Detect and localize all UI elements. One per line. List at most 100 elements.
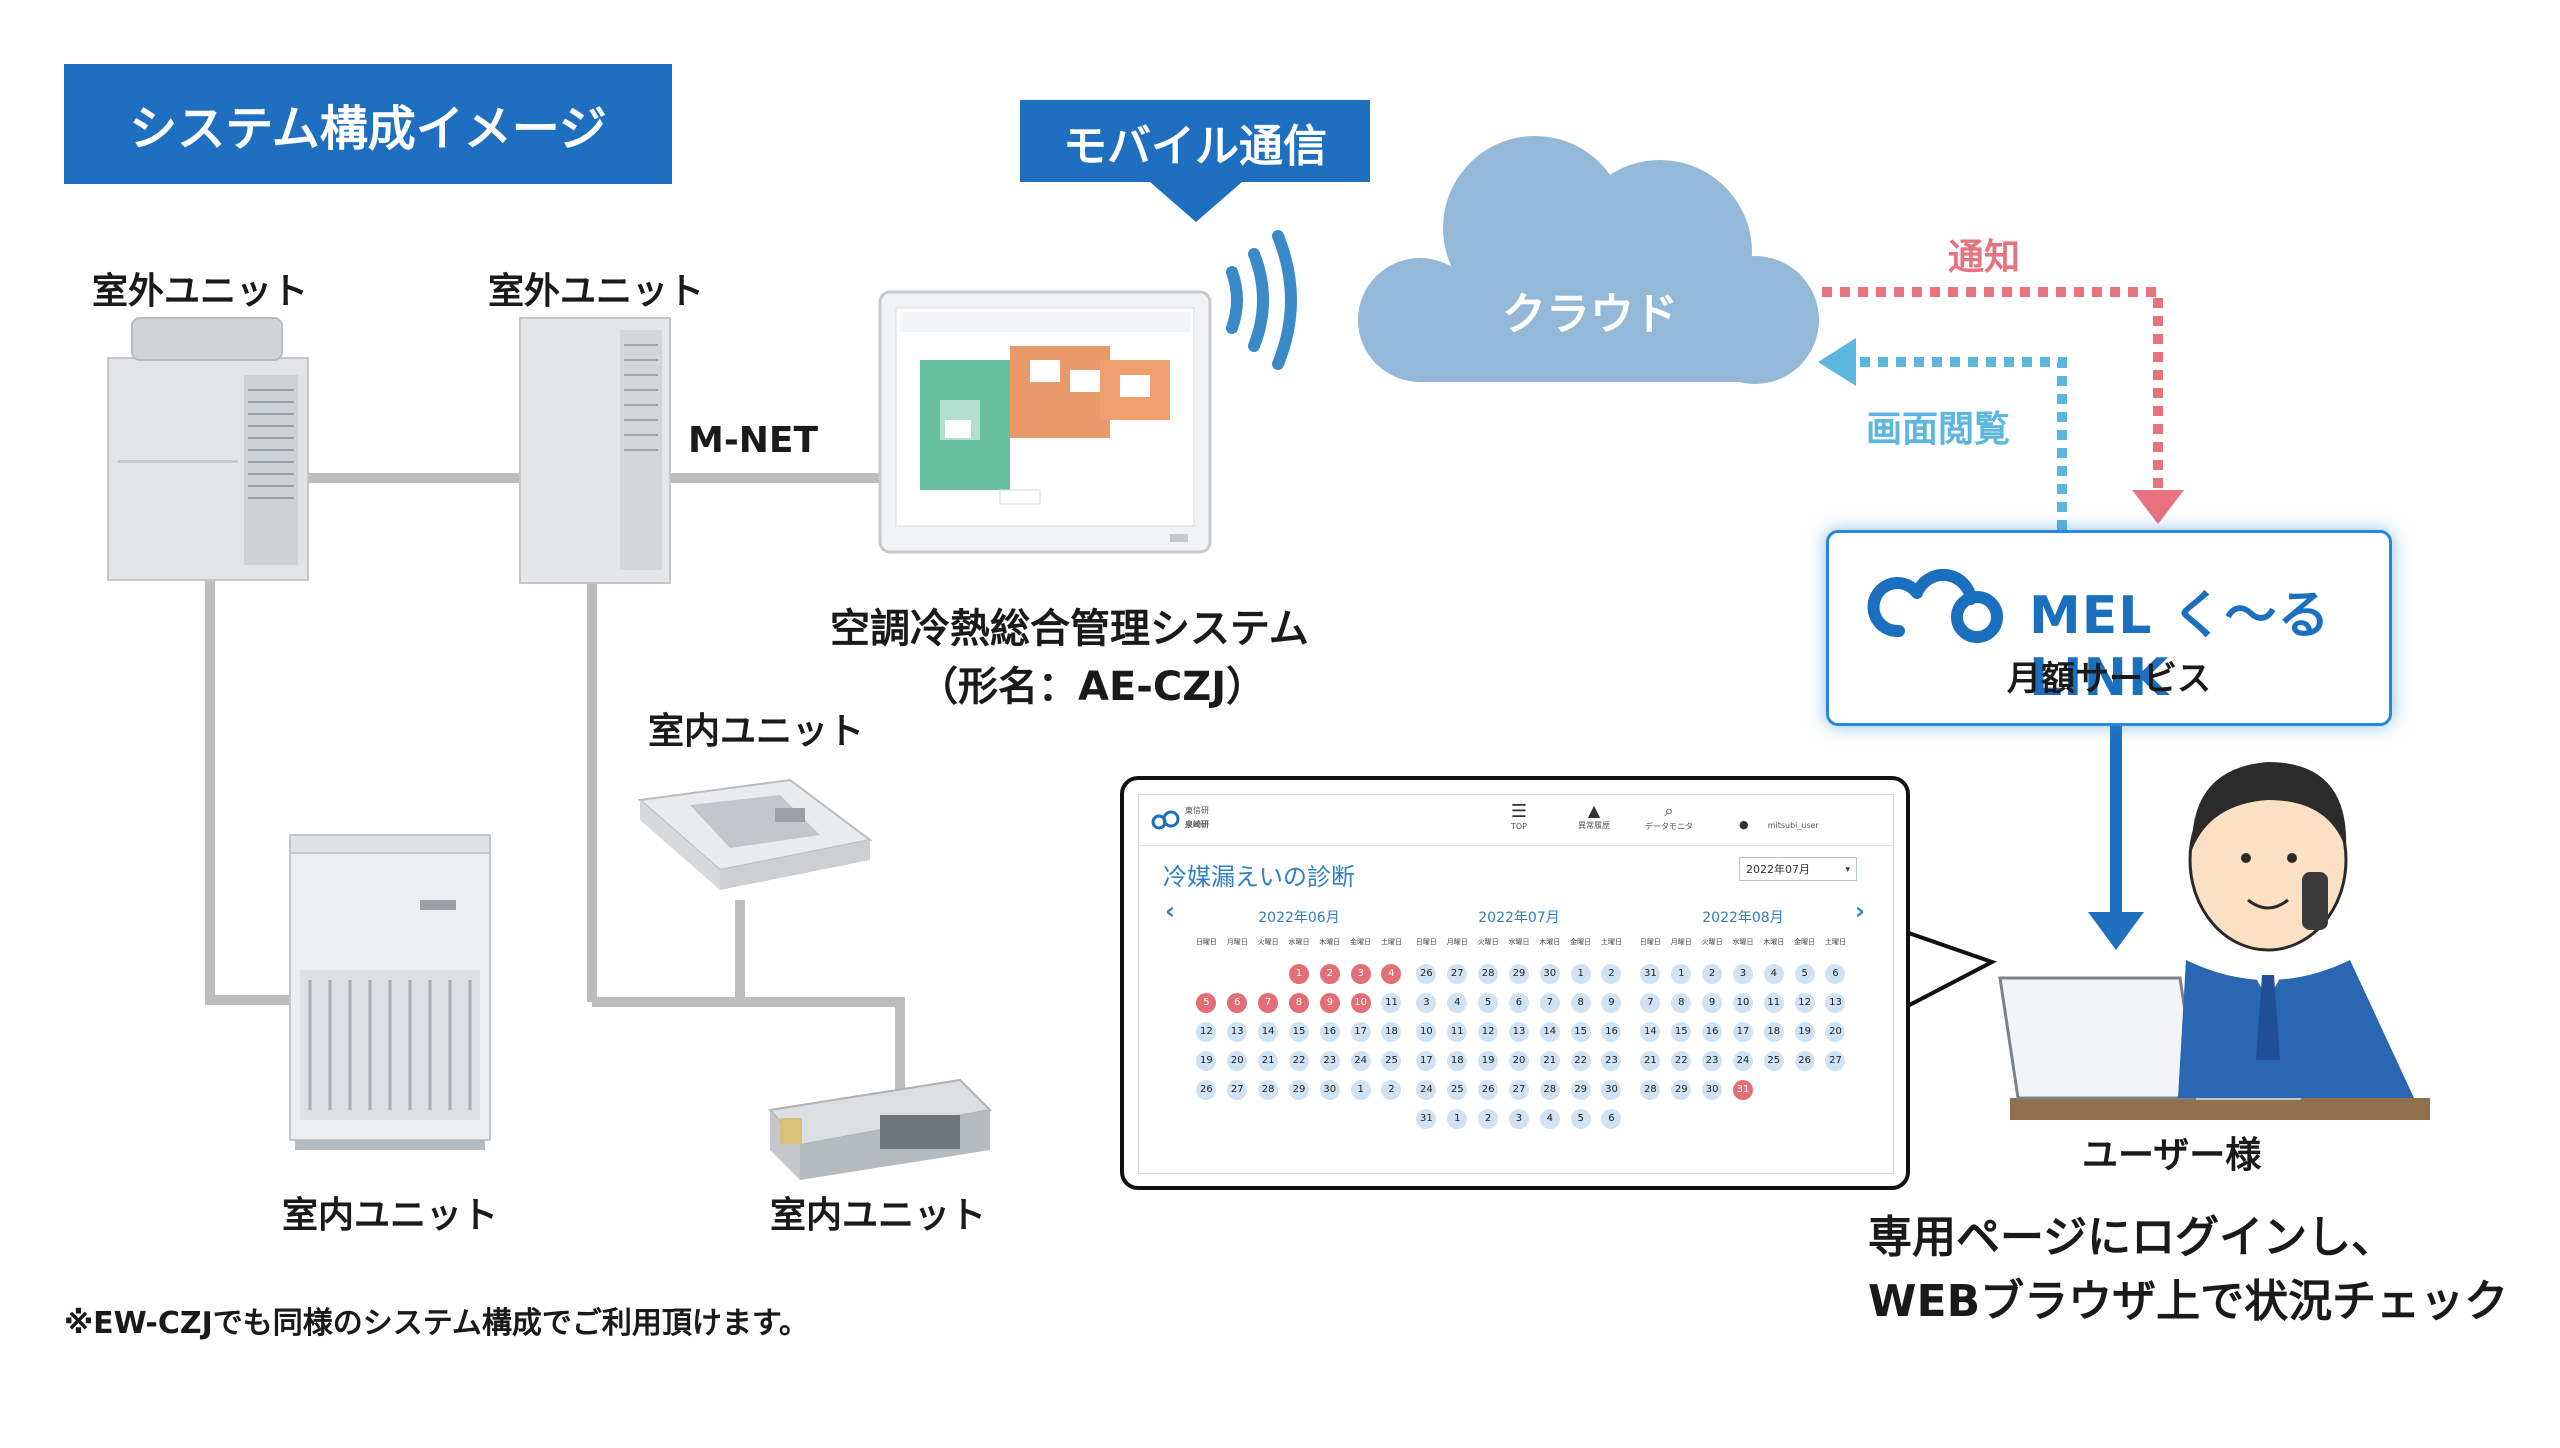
calendar-day-leak[interactable]: 7 bbox=[1253, 988, 1284, 1017]
calendar-day[interactable]: 22 bbox=[1284, 1046, 1315, 1075]
calendar-day[interactable]: 17 bbox=[1411, 1046, 1442, 1075]
calendar-day[interactable]: 24 bbox=[1411, 1075, 1442, 1104]
calendar-day[interactable]: 23 bbox=[1697, 1046, 1728, 1075]
calendar-day-leak[interactable]: 8 bbox=[1284, 988, 1315, 1017]
calendar-day[interactable]: 24 bbox=[1345, 1046, 1376, 1075]
calendar-day[interactable]: 29 bbox=[1565, 1075, 1596, 1104]
calendar-day[interactable]: 29 bbox=[1666, 1075, 1697, 1104]
calendar-day[interactable]: 17 bbox=[1728, 1017, 1759, 1046]
calendar-day-leak[interactable]: 3 bbox=[1345, 959, 1376, 988]
calendar-day[interactable]: 18 bbox=[1758, 1017, 1789, 1046]
nav-alarm[interactable]: ▲ 異常履歴 bbox=[1569, 801, 1619, 831]
calendar-day[interactable]: 19 bbox=[1473, 1046, 1504, 1075]
calendar-day[interactable]: 15 bbox=[1666, 1017, 1697, 1046]
calendar-day[interactable]: 5 bbox=[1789, 959, 1820, 988]
calendar-day[interactable]: 27 bbox=[1820, 1046, 1851, 1075]
calendar-day[interactable]: 28 bbox=[1473, 959, 1504, 988]
calendar-day[interactable]: 28 bbox=[1253, 1075, 1284, 1104]
calendar-day[interactable]: 13 bbox=[1222, 1017, 1253, 1046]
calendar-day-leak[interactable]: 4 bbox=[1376, 959, 1407, 988]
nav-top[interactable]: ☰ TOP bbox=[1499, 801, 1539, 831]
calendar-day[interactable]: 1 bbox=[1565, 959, 1596, 988]
calendar-day[interactable]: 28 bbox=[1635, 1075, 1666, 1104]
calendar-day[interactable]: 10 bbox=[1411, 1017, 1442, 1046]
calendar-day[interactable]: 30 bbox=[1697, 1075, 1728, 1104]
calendar-day[interactable]: 25 bbox=[1758, 1046, 1789, 1075]
calendar-day[interactable]: 20 bbox=[1820, 1017, 1851, 1046]
calendar-day[interactable]: 28 bbox=[1534, 1075, 1565, 1104]
calendar-day[interactable]: 26 bbox=[1473, 1075, 1504, 1104]
calendar-day[interactable]: 2 bbox=[1473, 1104, 1504, 1133]
calendar-day[interactable]: 29 bbox=[1284, 1075, 1315, 1104]
calendar-day[interactable]: 26 bbox=[1789, 1046, 1820, 1075]
calendar-day[interactable]: 1 bbox=[1345, 1075, 1376, 1104]
calendar-day-leak[interactable]: 2 bbox=[1314, 959, 1345, 988]
calendar-day[interactable]: 10 bbox=[1728, 988, 1759, 1017]
calendar-day[interactable]: 4 bbox=[1758, 959, 1789, 988]
calendar-day[interactable]: 9 bbox=[1697, 988, 1728, 1017]
calendar-day[interactable]: 2 bbox=[1596, 959, 1627, 988]
calendar-day[interactable]: 26 bbox=[1411, 959, 1442, 988]
calendar-day-leak[interactable]: 9 bbox=[1314, 988, 1345, 1017]
calendar-day[interactable]: 29 bbox=[1504, 959, 1535, 988]
calendar-day[interactable]: 4 bbox=[1442, 988, 1473, 1017]
calendar-day[interactable]: 15 bbox=[1284, 1017, 1315, 1046]
calendar-day-leak[interactable]: 31 bbox=[1728, 1075, 1759, 1104]
calendar-day[interactable]: 27 bbox=[1442, 959, 1473, 988]
calendar-day[interactable]: 5 bbox=[1473, 988, 1504, 1017]
calendar-day[interactable]: 9 bbox=[1596, 988, 1627, 1017]
calendar-day[interactable]: 13 bbox=[1504, 1017, 1535, 1046]
calendar-day[interactable]: 21 bbox=[1635, 1046, 1666, 1075]
calendar-day[interactable]: 25 bbox=[1442, 1075, 1473, 1104]
calendar-day[interactable]: 19 bbox=[1191, 1046, 1222, 1075]
calendar-day[interactable]: 12 bbox=[1473, 1017, 1504, 1046]
calendar-day[interactable]: 19 bbox=[1789, 1017, 1820, 1046]
calendar-day[interactable]: 1 bbox=[1666, 959, 1697, 988]
calendar-day[interactable]: 15 bbox=[1565, 1017, 1596, 1046]
calendar-day[interactable]: 12 bbox=[1191, 1017, 1222, 1046]
calendar-day[interactable]: 14 bbox=[1635, 1017, 1666, 1046]
calendar-day[interactable]: 11 bbox=[1758, 988, 1789, 1017]
calendar-day[interactable]: 24 bbox=[1728, 1046, 1759, 1075]
calendar-day[interactable]: 13 bbox=[1820, 988, 1851, 1017]
calendar-day[interactable]: 11 bbox=[1376, 988, 1407, 1017]
calendar-day[interactable]: 12 bbox=[1789, 988, 1820, 1017]
calendar-day[interactable]: 31 bbox=[1411, 1104, 1442, 1133]
calendar-day[interactable]: 6 bbox=[1504, 988, 1535, 1017]
calendar-day[interactable]: 6 bbox=[1820, 959, 1851, 988]
calendar-day[interactable]: 3 bbox=[1411, 988, 1442, 1017]
calendar-day[interactable]: 27 bbox=[1504, 1075, 1535, 1104]
calendar-day[interactable]: 20 bbox=[1222, 1046, 1253, 1075]
calendar-day[interactable]: 2 bbox=[1697, 959, 1728, 988]
calendar-day[interactable]: 7 bbox=[1635, 988, 1666, 1017]
calendar-day[interactable]: 16 bbox=[1596, 1017, 1627, 1046]
calendar-day[interactable]: 8 bbox=[1666, 988, 1697, 1017]
calendar-day[interactable]: 31 bbox=[1635, 959, 1666, 988]
calendar-day[interactable]: 16 bbox=[1697, 1017, 1728, 1046]
calendar-day[interactable]: 18 bbox=[1442, 1046, 1473, 1075]
mel-link-panel[interactable]: MEL く〜る LINK 月額サービス bbox=[1826, 530, 2392, 726]
calendar-day[interactable]: 2 bbox=[1376, 1075, 1407, 1104]
nav-monitor[interactable]: ⌕ データモニタ bbox=[1639, 801, 1699, 832]
calendar-day[interactable]: 30 bbox=[1534, 959, 1565, 988]
calendar-day[interactable]: 21 bbox=[1253, 1046, 1284, 1075]
calendar-day[interactable]: 3 bbox=[1728, 959, 1759, 988]
calendar-day[interactable]: 30 bbox=[1314, 1075, 1345, 1104]
calendar-day[interactable]: 27 bbox=[1222, 1075, 1253, 1104]
calendar-day[interactable]: 6 bbox=[1596, 1104, 1627, 1133]
calendar-day-leak[interactable]: 5 bbox=[1191, 988, 1222, 1017]
calendar-day[interactable]: 23 bbox=[1314, 1046, 1345, 1075]
calendar-day[interactable]: 23 bbox=[1596, 1046, 1627, 1075]
calendar-day[interactable]: 3 bbox=[1504, 1104, 1535, 1133]
calendar-day-leak[interactable]: 10 bbox=[1345, 988, 1376, 1017]
calendar-day[interactable]: 30 bbox=[1596, 1075, 1627, 1104]
calendar-day[interactable]: 22 bbox=[1565, 1046, 1596, 1075]
calendar-day[interactable]: 16 bbox=[1314, 1017, 1345, 1046]
calendar-day[interactable]: 21 bbox=[1534, 1046, 1565, 1075]
calendar-day[interactable]: 14 bbox=[1253, 1017, 1284, 1046]
calendar-day[interactable]: 5 bbox=[1565, 1104, 1596, 1133]
prev-month-arrow-icon[interactable]: ‹ bbox=[1165, 897, 1175, 925]
calendar-day[interactable]: 8 bbox=[1565, 988, 1596, 1017]
calendar-day[interactable]: 4 bbox=[1534, 1104, 1565, 1133]
calendar-day-leak[interactable]: 1 bbox=[1284, 959, 1315, 988]
